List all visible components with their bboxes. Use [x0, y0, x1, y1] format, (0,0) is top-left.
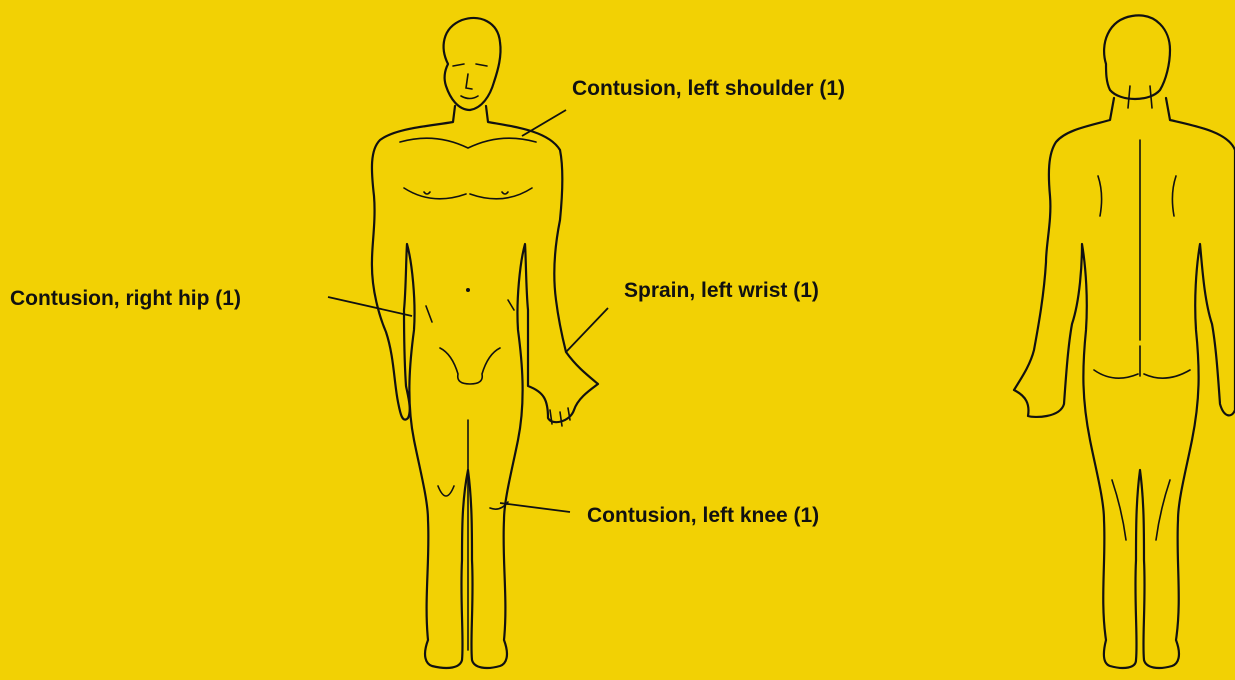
- annotation-left-shoulder: Contusion, left shoulder (1): [572, 78, 845, 99]
- annotation-left-wrist: Sprain, left wrist (1): [624, 280, 819, 301]
- annotation-right-hip: Contusion, right hip (1): [10, 288, 241, 309]
- front-navel: [466, 288, 470, 292]
- annotation-left-knee: Contusion, left knee (1): [587, 505, 819, 526]
